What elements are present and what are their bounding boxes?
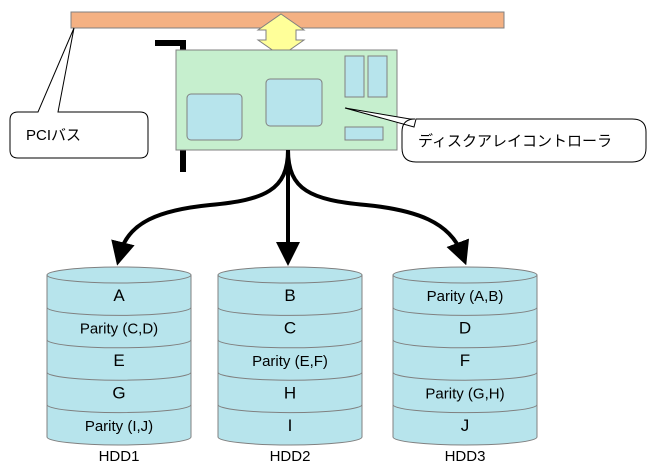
pci-bus-callout: PCIバス (9, 27, 149, 159)
hdd-block: G (112, 383, 125, 402)
hdd-row-divider (217, 404, 363, 414)
chip-left (186, 93, 243, 141)
controller-label: ディスクアレイコントローラ (418, 132, 612, 150)
hdd-block: Parity (I,J) (85, 418, 153, 435)
hdd-label: HDD3 (445, 448, 486, 465)
hdd-row-divider (392, 307, 538, 316)
hdd-row-divider (392, 372, 538, 381)
hdd-row-divider (46, 307, 192, 316)
hdd-row-divider (46, 372, 192, 381)
hdd-top (392, 266, 538, 284)
chip-center (265, 78, 323, 127)
hdd-block: C (284, 319, 296, 338)
hdd-block: Parity (E,F) (252, 353, 328, 370)
disk-array: A Parity (C,D) EG Parity (I,J) HDD1 BC Parity … (46, 266, 538, 465)
hdd-body (217, 274, 363, 446)
hdd-cylinder: Parity (A,B) DF Parity (G,H) J HDD3 (392, 266, 538, 465)
hdd-block: H (284, 383, 296, 402)
hdd-row-divider (217, 307, 363, 316)
hdd-cylinder: BC Parity (E,F) HI HDD2 (217, 266, 363, 465)
hdd-block: J (461, 416, 470, 435)
controller-card (175, 49, 398, 151)
hdd-block: I (288, 416, 293, 435)
hdd-row-divider (392, 404, 538, 414)
hdd-block: A (113, 286, 125, 305)
hdd-row-divider (217, 372, 363, 381)
arrow-to-hdd3 (286, 149, 470, 266)
hdd-block: D (459, 319, 471, 338)
hdd-top (46, 266, 192, 284)
hdd-block: E (113, 351, 124, 370)
hdd-top (217, 266, 363, 284)
chip-connector (344, 126, 384, 141)
hdd-label: HDD1 (99, 448, 140, 465)
hdd-block: Parity (C,D) (80, 321, 158, 338)
controller-callout: ディスクアレイコントローラ (344, 107, 647, 163)
hdd-block: Parity (G,H) (425, 385, 504, 402)
hdd-row-divider (46, 339, 192, 349)
hdd-block: B (284, 286, 295, 305)
hdd-cylinder: A Parity (C,D) EG Parity (I,J) HDD1 (46, 266, 192, 465)
arrow-to-hdd1 (111, 149, 290, 266)
hdd-row-divider (46, 404, 192, 414)
hdd-label: HDD2 (270, 448, 311, 465)
hdd-body (392, 274, 538, 446)
hdd-block: Parity (A,B) (427, 288, 504, 305)
hdd-block: F (460, 351, 470, 370)
hdd-row-divider (217, 339, 363, 349)
hdd-row-divider (392, 339, 538, 349)
chip-right-b (367, 55, 388, 98)
distribution-arrows (111, 149, 470, 266)
chip-right-a (344, 55, 365, 98)
hdd-body (46, 274, 192, 446)
pci-bus-label: PCIバス (26, 127, 81, 144)
